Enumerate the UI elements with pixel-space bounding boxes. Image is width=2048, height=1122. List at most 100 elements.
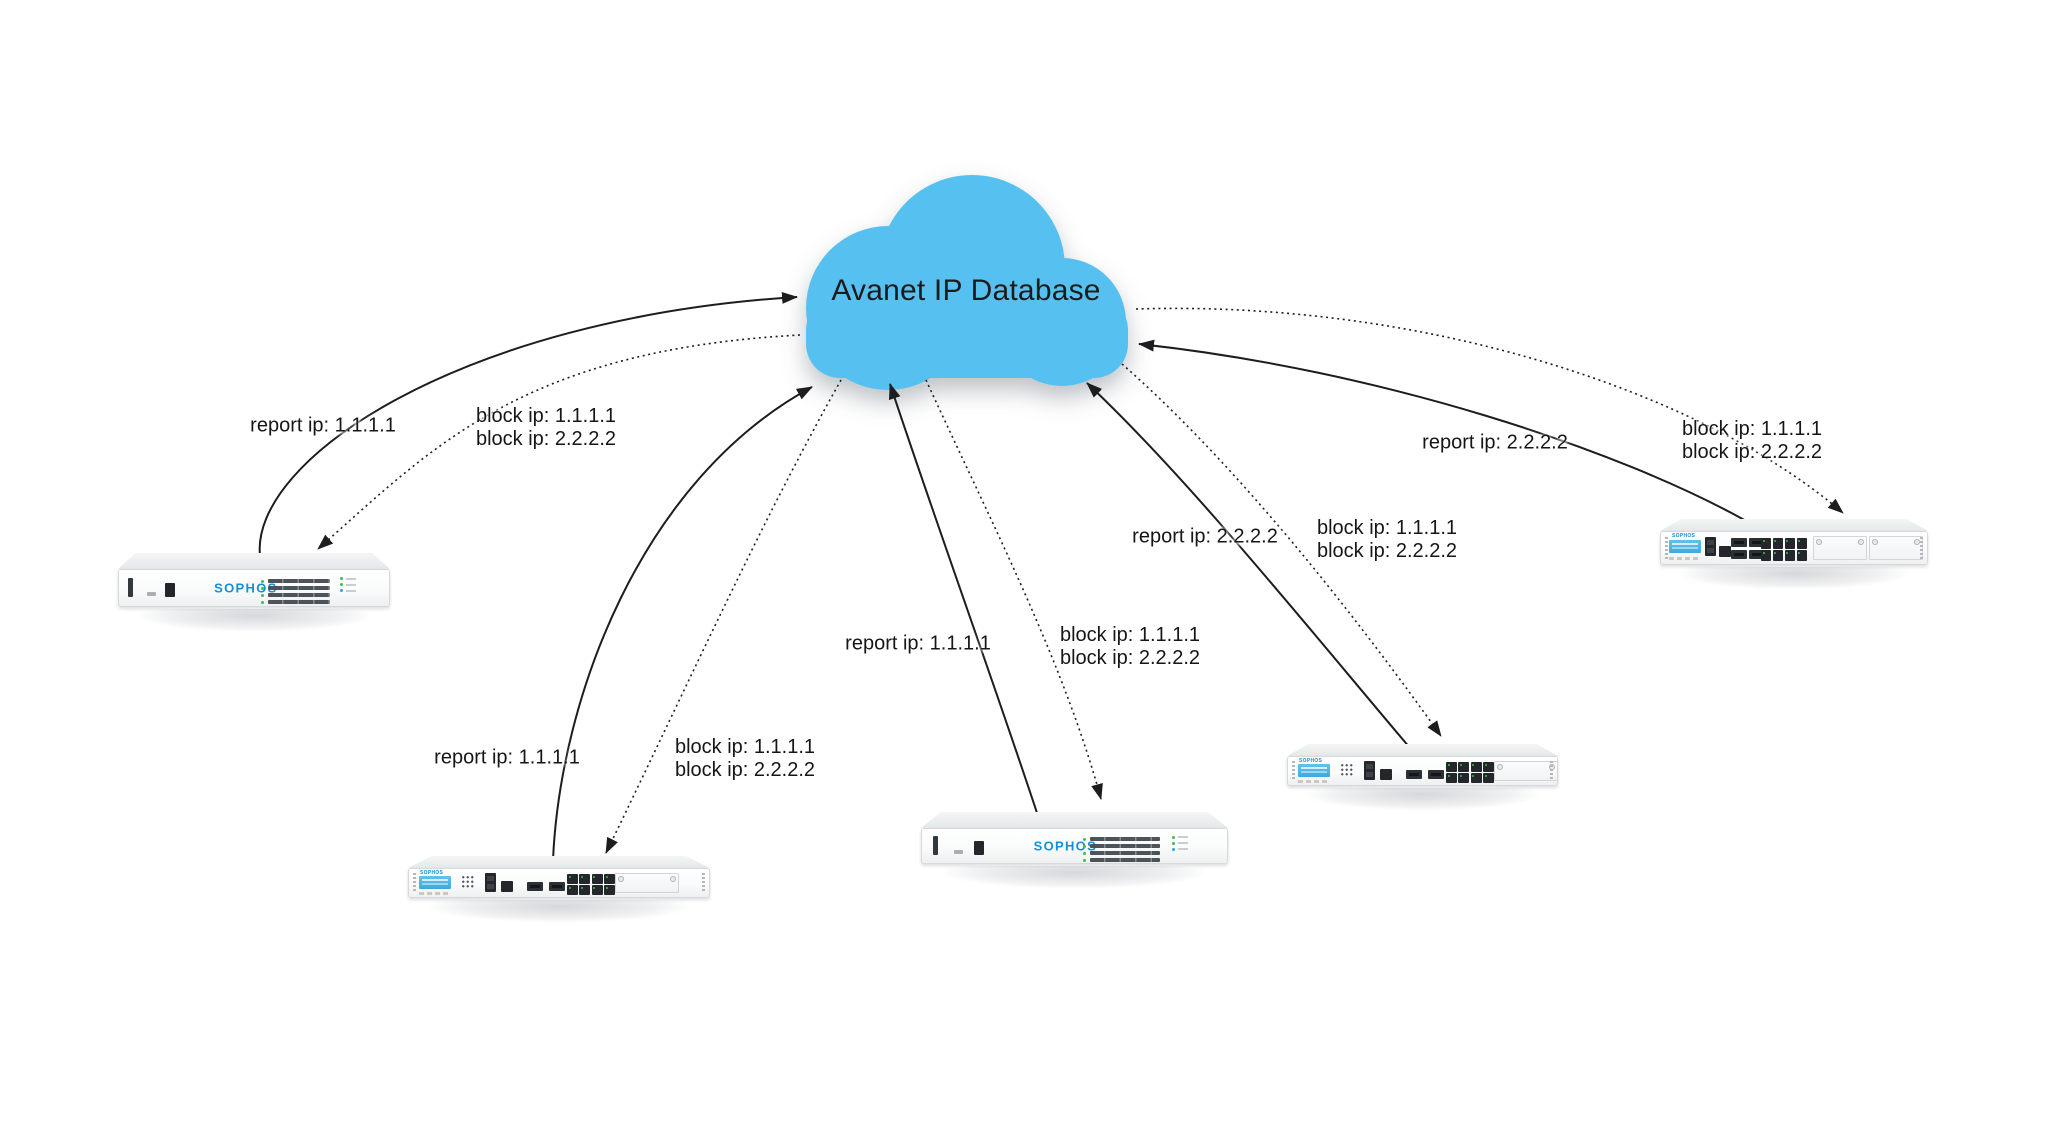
edge-label-line: block ip: 2.2.2.2 bbox=[475, 428, 617, 450]
edge-label-line: block ip: 1.1.1.1 bbox=[475, 405, 617, 427]
status-leds bbox=[1172, 835, 1189, 854]
cloud-node bbox=[806, 175, 1128, 390]
edge-label-line: report ip: 1.1.1.1 bbox=[845, 632, 991, 655]
vent-strip bbox=[1920, 536, 1923, 560]
lcd-display bbox=[419, 876, 451, 889]
usb-ports bbox=[1364, 761, 1375, 780]
console-port bbox=[501, 881, 513, 892]
edge-label-line: report ip: 2.2.2.2 bbox=[1422, 431, 1568, 454]
edge-block-fw5 bbox=[1135, 307, 1844, 514]
usb-port bbox=[164, 582, 175, 597]
ethernet-ports bbox=[1761, 538, 1807, 561]
lcd-buttons bbox=[419, 892, 449, 895]
lcd-display bbox=[1669, 540, 1701, 553]
device-top-face bbox=[408, 856, 710, 868]
sfp-port bbox=[1731, 538, 1747, 547]
device-front-panel: SOPHOS bbox=[118, 569, 390, 607]
device-firewall-1: SOPHOS bbox=[101, 553, 407, 663]
lcd-buttons bbox=[1669, 557, 1699, 560]
sfp-port bbox=[1428, 770, 1444, 779]
edge-label-line: block ip: 2.2.2.2 bbox=[1681, 441, 1823, 463]
edge-label-report-fw1: report ip: 1.1.1.1 bbox=[250, 415, 396, 438]
device-front-panel: SOPHOS bbox=[1287, 756, 1558, 786]
vent-strip bbox=[1665, 536, 1668, 560]
sfp-port bbox=[1749, 538, 1765, 547]
brand-logo: SOPHOS bbox=[1299, 758, 1323, 764]
sfp-port bbox=[1749, 550, 1765, 559]
usb-port bbox=[973, 841, 984, 856]
status-leds bbox=[340, 577, 357, 595]
expansion-bay bbox=[1494, 761, 1558, 781]
edge-report-fw1 bbox=[258, 291, 798, 557]
device-firewall-4: SOPHOS bbox=[1270, 744, 1575, 842]
edge-label-line: report ip: 1.1.1.1 bbox=[434, 746, 580, 769]
vent-strip bbox=[1292, 761, 1295, 781]
edge-label-line: block ip: 1.1.1.1 bbox=[674, 736, 816, 758]
device-top-face bbox=[1287, 744, 1558, 756]
edge-report-fw2 bbox=[552, 386, 813, 861]
ethernet-ports bbox=[1446, 762, 1494, 783]
console-port bbox=[1719, 546, 1731, 557]
brand-logo: SOPHOS bbox=[420, 870, 444, 876]
lcd-buttons bbox=[1298, 780, 1328, 783]
label-sticker bbox=[128, 577, 134, 597]
keypad bbox=[1340, 763, 1354, 776]
vent-strip bbox=[413, 873, 416, 893]
edge-label-report-fw2: report ip: 1.1.1.1 bbox=[434, 747, 580, 770]
keypad bbox=[461, 875, 475, 888]
sfp-port bbox=[1406, 770, 1422, 779]
edge-label-line: report ip: 2.2.2.2 bbox=[1132, 525, 1278, 548]
edge-label-block-fw2: block ip: 1.1.1.1 block ip: 2.2.2.2 bbox=[675, 736, 815, 782]
micro-usb-port bbox=[147, 592, 157, 597]
device-firewall-5: SOPHOS bbox=[1643, 519, 1945, 621]
brand-logo: SOPHOS bbox=[214, 580, 278, 596]
edge-label-line: block ip: 1.1.1.1 bbox=[1059, 624, 1201, 646]
port-led-rows bbox=[260, 578, 330, 607]
ethernet-ports bbox=[567, 874, 615, 895]
edge-label-line: block ip: 1.1.1.1 bbox=[1316, 517, 1458, 539]
sfp-port bbox=[527, 882, 543, 891]
edge-label-block-fw4: block ip: 1.1.1.1 block ip: 2.2.2.2 bbox=[1317, 517, 1457, 563]
brand-logo: SOPHOS bbox=[1672, 533, 1696, 539]
edge-label-block-fw1: block ip: 1.1.1.1 block ip: 2.2.2.2 bbox=[476, 405, 616, 451]
lcd-display bbox=[1298, 764, 1330, 777]
device-front-panel: SOPHOS bbox=[1660, 531, 1928, 565]
edge-block-fw4 bbox=[1121, 363, 1442, 737]
label-sticker bbox=[932, 836, 938, 856]
edge-label-line: block ip: 2.2.2.2 bbox=[1316, 540, 1458, 562]
vent-strip bbox=[702, 873, 705, 893]
expansion-bay bbox=[1869, 536, 1923, 560]
edge-label-line: report ip: 1.1.1.1 bbox=[250, 414, 396, 437]
device-front-panel: SOPHOS bbox=[921, 828, 1228, 864]
edge-label-block-fw5: block ip: 1.1.1.1 block ip: 2.2.2.2 bbox=[1682, 418, 1822, 464]
edge-block-fw1 bbox=[317, 334, 801, 550]
sfp-port bbox=[1731, 550, 1747, 559]
usb-ports bbox=[485, 873, 496, 892]
port-led-rows bbox=[1082, 837, 1160, 865]
micro-usb-port bbox=[954, 850, 964, 855]
edge-label-line: block ip: 2.2.2.2 bbox=[1059, 647, 1201, 669]
device-top-face bbox=[118, 553, 390, 569]
vent-strip bbox=[1550, 761, 1553, 781]
expansion-bay bbox=[1813, 536, 1867, 560]
device-firewall-3: SOPHOS bbox=[902, 812, 1247, 920]
edge-report-fw5 bbox=[1138, 339, 1749, 523]
brand-logo: SOPHOS bbox=[1033, 838, 1098, 854]
cloud-label: Avanet IP Database bbox=[831, 274, 1101, 307]
edge-report-fw4 bbox=[1086, 382, 1411, 749]
edge-label-line: block ip: 1.1.1.1 bbox=[1681, 418, 1823, 440]
expansion-bay bbox=[615, 873, 679, 893]
console-port bbox=[1380, 769, 1392, 780]
edge-label-line: block ip: 2.2.2.2 bbox=[674, 759, 816, 781]
edge-label-report-fw5: report ip: 2.2.2.2 bbox=[1422, 432, 1568, 455]
device-firewall-2: SOPHOS bbox=[389, 856, 729, 954]
edge-label-report-fw3: report ip: 1.1.1.1 bbox=[845, 633, 991, 656]
sfp-port bbox=[549, 882, 565, 891]
usb-ports bbox=[1705, 537, 1716, 556]
device-top-face bbox=[921, 812, 1228, 828]
edge-report-fw3 bbox=[889, 383, 1039, 817]
edge-label-block-fw3: block ip: 1.1.1.1 block ip: 2.2.2.2 bbox=[1060, 624, 1200, 670]
edge-block-fw2 bbox=[605, 379, 842, 854]
